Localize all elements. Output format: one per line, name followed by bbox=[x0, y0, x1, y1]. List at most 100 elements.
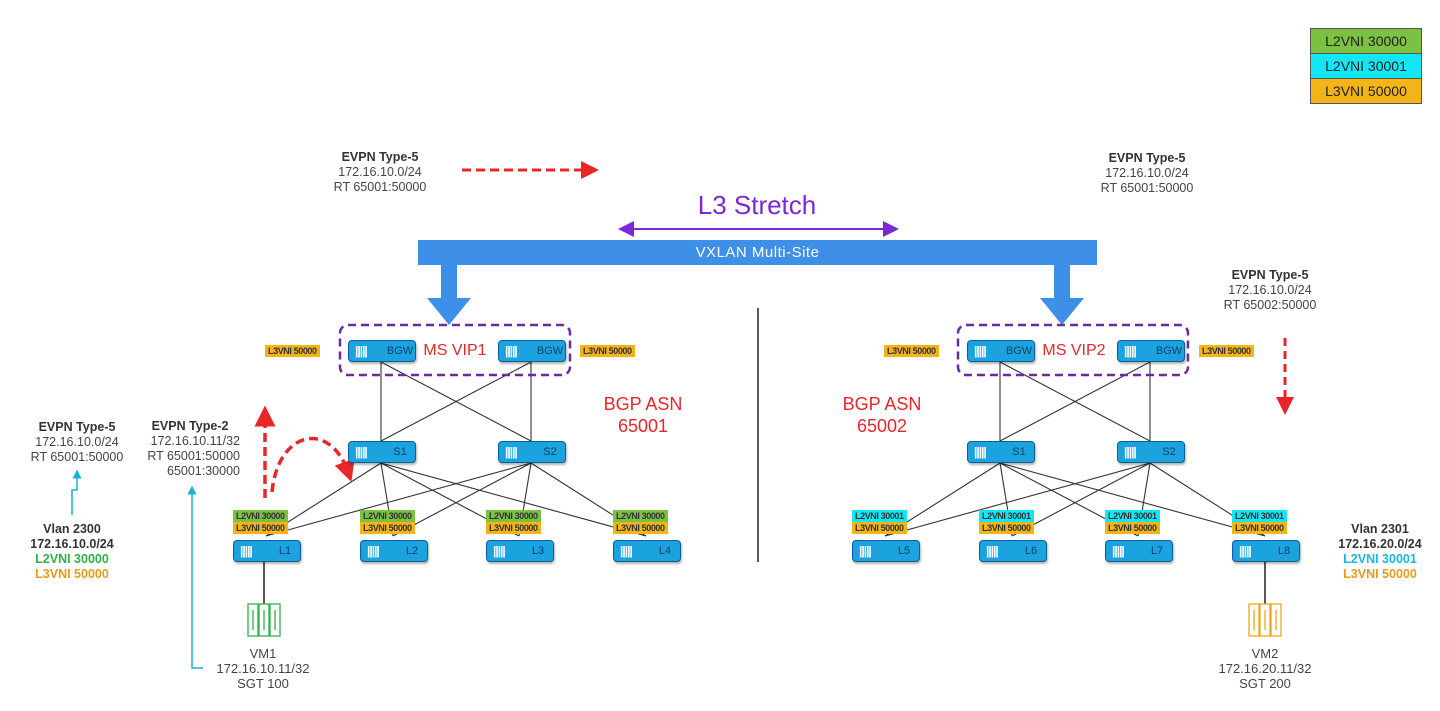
switch-icon: ||||| bbox=[1112, 544, 1125, 558]
switch-icon: ||||| bbox=[1124, 445, 1137, 459]
vlan-left: Vlan 2300 172.16.10.0/24 L2VNI 30000 L3V… bbox=[12, 522, 132, 582]
node-label: S2 bbox=[543, 446, 557, 458]
bgw-node[interactable]: ||||| BGW bbox=[1117, 340, 1185, 362]
switch-icon: ||||| bbox=[620, 544, 633, 558]
node-label: L4 bbox=[658, 545, 672, 557]
bgw-node[interactable]: ||||| BGW bbox=[498, 340, 566, 362]
node-label: L7 bbox=[1150, 545, 1164, 557]
leaf-l3vni-tag: L3VNI 50000 bbox=[979, 522, 1034, 534]
vlan-l2vni: L2VNI 30000 bbox=[35, 552, 109, 566]
switch-icon: ||||| bbox=[1239, 544, 1252, 558]
node-label: L5 bbox=[897, 545, 911, 557]
legend-l2vni-30000: L2VNI 30000 bbox=[1311, 29, 1421, 54]
left-route: EVPN Type-5 172.16.10.0/24 RT 65001:5000… bbox=[17, 420, 137, 465]
leaf-node[interactable]: ||||| L3 bbox=[486, 540, 554, 562]
vm-sgt: SGT 200 bbox=[1239, 676, 1291, 691]
route-rt: RT 65001:50000 bbox=[333, 180, 427, 194]
leaf-node[interactable]: ||||| L1 bbox=[233, 540, 301, 562]
asn-title: BGP ASN bbox=[603, 394, 683, 414]
vm2-icon bbox=[1248, 603, 1282, 637]
vm-ip: 172.16.20.11/32 bbox=[1218, 661, 1312, 676]
cyan-arrow-type2 bbox=[187, 485, 203, 669]
leaf-l2vni-tag: L2VNI 30000 bbox=[613, 510, 668, 522]
spine-node-2[interactable]: ||||| S2 bbox=[498, 441, 566, 463]
vm-ip: 172.16.10.11/32 bbox=[216, 661, 310, 676]
bgw-l3vni-tag: L3VNI 50000 bbox=[580, 345, 635, 357]
vlan-subnet: 172.16.20.0/24 bbox=[1338, 537, 1422, 551]
leaf-l2vni-tag: L2VNI 30001 bbox=[1232, 510, 1287, 522]
route-prefix: 172.16.10.11/32 bbox=[150, 434, 240, 448]
cyan-arrow-vlan bbox=[71, 469, 82, 515]
bgw-l3vni-tag: L3VNI 50000 bbox=[265, 345, 320, 357]
switch-icon: ||||| bbox=[505, 344, 518, 358]
switch-icon: ||||| bbox=[505, 445, 518, 459]
spine-node-1[interactable]: ||||| S1 bbox=[348, 441, 416, 463]
node-label: L2 bbox=[405, 545, 419, 557]
switch-icon: ||||| bbox=[367, 544, 380, 558]
link bbox=[1011, 462, 1151, 537]
route-prefix: 172.16.10.0/24 bbox=[1228, 283, 1312, 297]
legend-l3vni-50000: L3VNI 50000 bbox=[1311, 79, 1421, 103]
node-label: BGW bbox=[386, 345, 414, 357]
switch-icon: ||||| bbox=[974, 344, 987, 358]
route-prefix: 172.16.10.0/24 bbox=[338, 165, 422, 179]
down-arrow-left bbox=[427, 265, 471, 325]
asn-number: 65002 bbox=[856, 416, 908, 436]
l3-stretch-title: L3 Stretch bbox=[697, 190, 817, 220]
route-rt: RT 65001:50000 bbox=[147, 449, 240, 463]
vm-sgt: SGT 100 bbox=[237, 676, 289, 691]
leaf-l2vni-tag: L2VNI 30000 bbox=[360, 510, 415, 522]
vm-name: VM1 bbox=[249, 646, 277, 661]
leaf-l2vni-tag: L2VNI 30001 bbox=[852, 510, 907, 522]
node-label: L3 bbox=[531, 545, 545, 557]
node-label: L6 bbox=[1024, 545, 1038, 557]
switch-icon: ||||| bbox=[986, 544, 999, 558]
leaf-node[interactable]: ||||| L6 bbox=[979, 540, 1047, 562]
spine-node-2[interactable]: ||||| S2 bbox=[1117, 441, 1185, 463]
node-label: S1 bbox=[393, 446, 407, 458]
asn-number: 65001 bbox=[617, 416, 669, 436]
bgw-node[interactable]: ||||| BGW bbox=[967, 340, 1035, 362]
vm1-label: VM1 172.16.10.11/32 SGT 100 bbox=[203, 646, 323, 691]
ms-vip-label: MS VIP2 bbox=[1042, 342, 1106, 359]
vlan-l2vni: L2VNI 30001 bbox=[1343, 552, 1417, 566]
bgw-node[interactable]: ||||| BGW bbox=[348, 340, 416, 362]
legend: L2VNI 30000 L2VNI 30001 L3VNI 50000 bbox=[1310, 28, 1422, 104]
route-rt2: 65001:30000 bbox=[167, 464, 240, 478]
leaf-node[interactable]: ||||| L2 bbox=[360, 540, 428, 562]
node-label: S2 bbox=[1162, 446, 1176, 458]
leaf-node[interactable]: ||||| L5 bbox=[852, 540, 920, 562]
switch-icon: ||||| bbox=[974, 445, 987, 459]
leaf-node[interactable]: ||||| L4 bbox=[613, 540, 681, 562]
vlan-id: Vlan 2300 bbox=[43, 522, 101, 536]
legend-l2vni-30001: L2VNI 30001 bbox=[1311, 54, 1421, 79]
leaf-l2vni-tag: L2VNI 30000 bbox=[233, 510, 288, 522]
switch-icon: ||||| bbox=[240, 544, 253, 558]
switch-icon: ||||| bbox=[355, 344, 368, 358]
top-right-route: EVPN Type-5 172.16.10.0/24 RT 65001:5000… bbox=[1087, 151, 1207, 196]
leaf-l2vni-tag: L2VNI 30000 bbox=[486, 510, 541, 522]
vlan-right: Vlan 2301 172.16.20.0/24 L2VNI 30001 L3V… bbox=[1320, 522, 1440, 582]
link bbox=[380, 462, 647, 537]
spine-node-1[interactable]: ||||| S1 bbox=[967, 441, 1035, 463]
vxlan-multisite-bar: VXLAN Multi-Site bbox=[418, 240, 1097, 265]
leaf-node[interactable]: ||||| L8 bbox=[1232, 540, 1300, 562]
vm2-label: VM2 172.16.20.11/32 SGT 200 bbox=[1205, 646, 1325, 691]
route-prefix: 172.16.10.0/24 bbox=[35, 435, 119, 449]
leaf-node[interactable]: ||||| L7 bbox=[1105, 540, 1173, 562]
node-label: L8 bbox=[1277, 545, 1291, 557]
vlan-id: Vlan 2301 bbox=[1351, 522, 1409, 536]
node-label: BGW bbox=[1005, 345, 1033, 357]
route-title: EVPN Type-5 bbox=[341, 150, 419, 164]
route-title: EVPN Type-5 bbox=[1108, 151, 1186, 165]
bgw-l3vni-tag: L3VNI 50000 bbox=[884, 345, 939, 357]
leaf-l3vni-tag: L3VNI 50000 bbox=[233, 522, 288, 534]
node-label: BGW bbox=[536, 345, 564, 357]
vlan-l3vni: L3VNI 50000 bbox=[35, 567, 109, 581]
vm-name: VM2 bbox=[1251, 646, 1279, 661]
route-title: EVPN Type-2 bbox=[151, 419, 229, 433]
leaf-l2vni-tag: L2VNI 30001 bbox=[979, 510, 1034, 522]
route-title: EVPN Type-5 bbox=[38, 420, 116, 434]
